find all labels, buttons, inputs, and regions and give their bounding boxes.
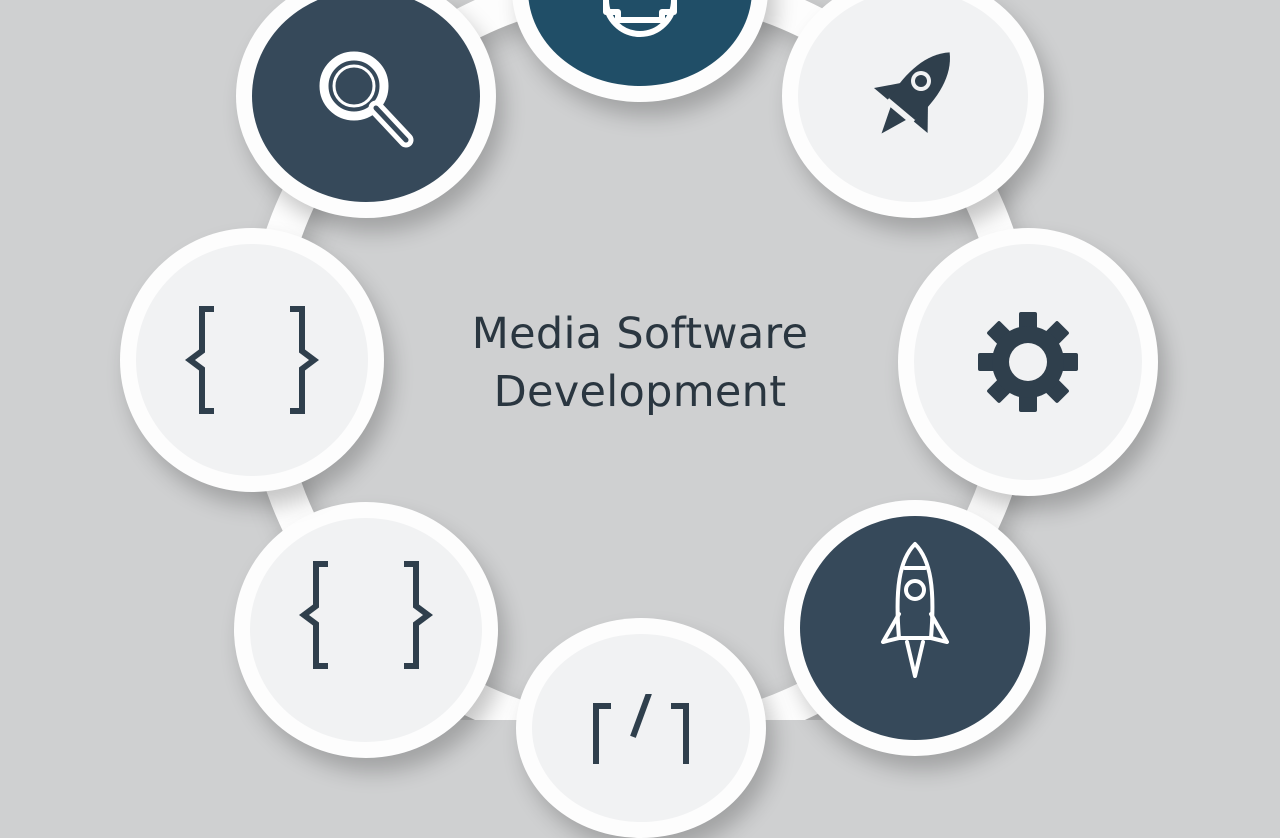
node-gear-right (898, 228, 1158, 496)
magnifier-icon (319, 51, 414, 148)
node-braces-bottom-left-disc (250, 518, 482, 742)
node-code-bottom-disc (532, 634, 750, 822)
node-search (236, 0, 496, 218)
node-rocket-top-right (782, 0, 1044, 218)
gear-icon (603, 0, 677, 37)
node-code-bottom (516, 618, 766, 838)
code-tag-icon (593, 694, 689, 764)
curly-braces-icon (185, 306, 319, 414)
node-search-disc (252, 0, 480, 202)
node-rocket-bottom-right (784, 500, 1046, 756)
node-rocket-top-right-disc (798, 0, 1028, 202)
node-rocket-bottom-right-disc (800, 516, 1030, 740)
curly-braces-icon (299, 561, 433, 669)
center-title-line-1: Media Software (471, 309, 809, 359)
diagram-stage: Media Software Development (120, 0, 1158, 838)
center-title-line-2: Development (493, 367, 787, 417)
rocket-icon (881, 542, 949, 678)
rocket-icon (873, 52, 950, 134)
node-braces-bottom-left (234, 502, 498, 758)
node-gear-right-disc (914, 244, 1142, 480)
node-braces-left (120, 228, 384, 492)
node-braces-left-disc (136, 244, 368, 476)
gear-icon (978, 312, 1078, 412)
node-gear-top-disc (528, 0, 752, 86)
center-title: Media Software Development (390, 305, 890, 421)
node-gear-top (512, 0, 768, 102)
